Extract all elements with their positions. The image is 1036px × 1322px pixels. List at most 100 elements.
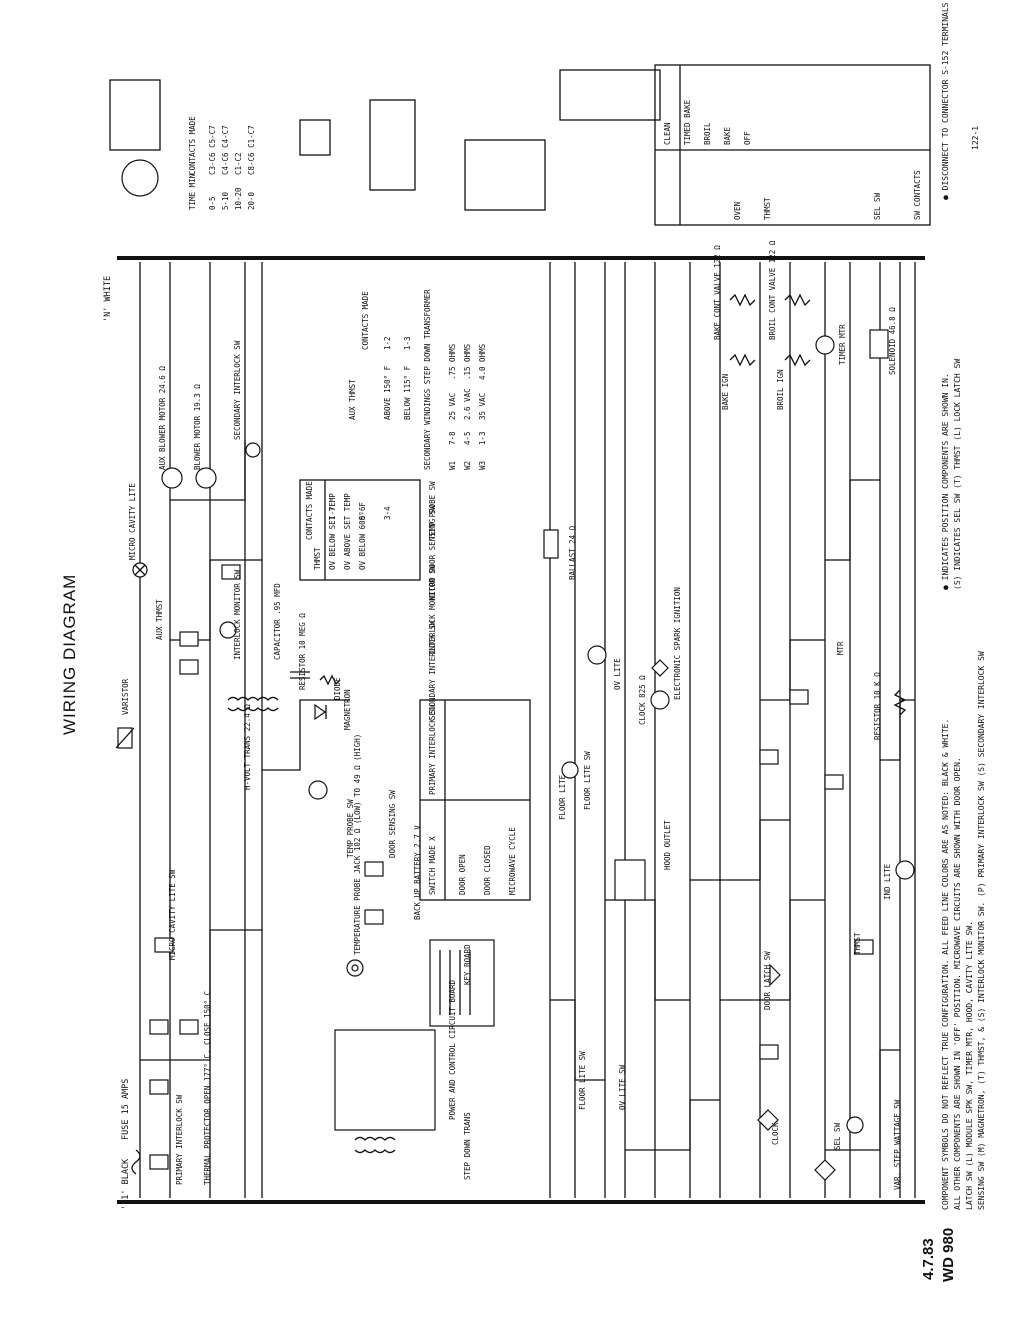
floor-lite-label: FLOOR LITE bbox=[558, 774, 567, 820]
fuse-label: FUSE 15 AMPS bbox=[121, 1079, 131, 1140]
transformer-row-2-w: W2 bbox=[463, 461, 472, 470]
interlock-monitor-sw-symbol bbox=[219, 621, 237, 639]
timer-row-1-time: 0-5 bbox=[208, 196, 217, 210]
solenoid-label: SOLENOID 46.8 Ω bbox=[888, 307, 897, 375]
note-line-4: SENSING SW (M) MAGNETRON, (T) THMST, & (… bbox=[977, 651, 986, 1210]
thmst-table-header: CONTACTS MADE bbox=[305, 481, 314, 540]
clock-detail bbox=[464, 139, 546, 211]
door-sensing-sw-label: DOOR SENSING SW bbox=[388, 790, 397, 858]
sel-sw-label: SEL SW bbox=[833, 1122, 842, 1150]
clock-label: CLOCK bbox=[771, 1122, 780, 1145]
clock-sw-symbol bbox=[757, 1109, 779, 1131]
transformer-title: SECONDARY WINDINGS STEP DOWN TRANSFORMER bbox=[423, 289, 432, 470]
floor-lite-symbol bbox=[561, 761, 579, 779]
broil-valve-label: BROIL CONT VALVE 122 Ω bbox=[768, 240, 777, 340]
switch-table-frame bbox=[419, 699, 531, 901]
capacitor-label: CAPACITOR .95 MFD bbox=[273, 583, 282, 660]
selector-row-off: OFF bbox=[743, 131, 752, 145]
transformer-row-3-ohms: 4.0 OHMS bbox=[478, 343, 487, 380]
thmst-row-1-cond: OV BELOW SET TEMP bbox=[328, 493, 337, 570]
transformer-row-1-vac: 25 VAC bbox=[448, 393, 457, 420]
ballast-label: BALLAST 24 Ω bbox=[568, 525, 577, 580]
ignition-label: ELECTRONIC SPARK IGNITION bbox=[673, 587, 682, 700]
aux-thmst-table-title: AUX THMST bbox=[348, 379, 357, 420]
timer-row-2-contacts: C4-C6 C4-C7 bbox=[221, 125, 230, 175]
selector-table-frame bbox=[654, 64, 931, 226]
control-board-symbol bbox=[334, 1029, 436, 1131]
transformer-row-2-vac: 2.6 VAC bbox=[463, 388, 472, 420]
ov-lite-sw-label: OV LITE SW bbox=[618, 1064, 627, 1110]
timer-mtr-label: TIMER MTR bbox=[838, 324, 847, 365]
secondary-interlock-label: SECONDARY INTERLOCK SW bbox=[233, 340, 242, 440]
aux-row-1-contacts: 1-2 bbox=[383, 336, 392, 350]
temp-probe-sw-label: TEMP PROBE SW bbox=[346, 799, 355, 858]
var-step-label: VAR. STEP WATTAGE SW bbox=[893, 1099, 902, 1190]
ballast-symbol bbox=[543, 529, 559, 559]
transformer-row-1-ohms: .75 OHMS bbox=[448, 343, 457, 380]
switch-col-primary: PRIMARY INTERLOCK SW bbox=[428, 704, 437, 795]
aux-row-2-cond: BELOW 115° F bbox=[403, 365, 412, 420]
resistor-10meg-symbol bbox=[319, 674, 341, 686]
capacitor-symbol bbox=[290, 671, 310, 679]
note-line-3: LATCH SW (L) MODULE SPK SW, TIMER MTR, H… bbox=[965, 921, 974, 1210]
door-latch-sw-symbol bbox=[769, 963, 781, 987]
note-line-2: ALL OTHER COMPONENTS ARE SHOWN IN 'OFF' … bbox=[953, 757, 962, 1210]
selector-col-contacts: SW CONTACTS bbox=[913, 170, 922, 220]
transformer-row-3-vac: 35 VAC bbox=[478, 393, 487, 420]
primary-interlock-label: PRIMARY INTERLOCK SW bbox=[175, 1094, 184, 1185]
fuse-symbol bbox=[131, 1149, 141, 1175]
legend-abbr: (S) INDICATES SEL SW (T) THMST (L) LOCK … bbox=[953, 358, 962, 590]
temp-probe-jack-label: TEMPERATURE PROBE JACK 102 Ω (LOW) TO 49… bbox=[353, 734, 362, 955]
switch-col-monitor: INTERLOCK MONITOR SW bbox=[428, 564, 437, 655]
timer-row-2-time: 5-10 bbox=[221, 191, 230, 210]
thmst-label: THMST bbox=[853, 932, 862, 955]
switch-col-probe: TEMP PROBE SW bbox=[428, 481, 437, 540]
h-volt-trans-symbol bbox=[227, 696, 279, 712]
switch-row-closed: DOOR CLOSED bbox=[483, 845, 492, 895]
broil-ign-symbol bbox=[784, 353, 811, 367]
interlock-monitor-label: INTERLOCK MONITOR SW bbox=[233, 569, 242, 660]
broil-valve-symbol bbox=[784, 293, 811, 307]
transformer-row-3-w: W3 bbox=[478, 461, 487, 470]
legend-disconnect: ● DISCONNECT TO CONNECTOR S-152 TERMINAL… bbox=[941, 2, 950, 200]
switch-row-open: DOOR OPEN bbox=[458, 854, 467, 895]
thmst-row-2-cond: OV ABOVE SET TEMP bbox=[343, 493, 352, 570]
transformer-row-1-w: W1 bbox=[448, 461, 457, 470]
resistor-10k-label: RESISTOR 10 K Ω bbox=[873, 672, 882, 740]
magnetron-symbol bbox=[308, 780, 328, 800]
clock-motor-label: CLOCK 825 Ω bbox=[638, 675, 647, 725]
micro-cavity-lite-symbol bbox=[132, 562, 148, 578]
varistor-label: VARISTOR bbox=[121, 678, 130, 715]
solenoid-symbol bbox=[869, 329, 889, 359]
floor-lite-sw-label: FLOOR LITE SW bbox=[583, 751, 592, 810]
transformer-row-3-pins: 1-3 bbox=[478, 431, 487, 445]
aux-row-1-cond: ABOVE 150° F bbox=[383, 365, 392, 420]
switch-table-title: SWITCH MADE X bbox=[428, 836, 437, 895]
hood-outlet-symbol bbox=[614, 859, 646, 901]
bake-ign-symbol bbox=[729, 353, 756, 367]
switch-row-cycle: MICROWAVE CYCLE bbox=[508, 827, 517, 895]
black-wire-label: 'L1' BLACK bbox=[121, 1158, 131, 1210]
key-board-symbol bbox=[429, 939, 495, 1027]
door-latch-label: DOOR LATCH SW bbox=[763, 951, 772, 1010]
legend-dot: ● INDICATES POSITION COMPONENTS ARE SHOW… bbox=[941, 373, 950, 590]
varistor-symbol bbox=[115, 727, 135, 749]
legend-page: 122-1 bbox=[971, 125, 980, 150]
step-down-trans-symbol bbox=[354, 1136, 396, 1154]
clock-motor-symbol bbox=[650, 690, 670, 710]
magnetron-label: MAGNETRON bbox=[343, 689, 352, 730]
battery-label: BACK UP BATTERY 2.7 V bbox=[413, 825, 422, 920]
timer-row-3-contacts: C1-C2 bbox=[234, 152, 243, 175]
thmst-row-3-contacts: 3-4 bbox=[383, 506, 392, 520]
sel-sw-detail bbox=[369, 99, 416, 191]
timer-row-3-time: 10-20 bbox=[234, 187, 243, 210]
resistor-10meg-label: RESISTOR 10 MEG Ω bbox=[298, 613, 307, 690]
selector-row-timed-bake: TIMED BAKE bbox=[683, 99, 692, 145]
blower-motor-label: BLOWER MOTOR 19.3 Ω bbox=[193, 384, 202, 470]
secondary-interlock-sw-symbol bbox=[245, 442, 261, 458]
transformer-row-2-ohms: .15 OHMS bbox=[463, 343, 472, 380]
timer-row-1-contacts: C3-C6 C5-C7 bbox=[208, 125, 217, 175]
thmst-table-frame bbox=[299, 479, 421, 581]
control-board-label: POWER AND CONTROL CIRCUIT BOARD bbox=[448, 980, 457, 1120]
